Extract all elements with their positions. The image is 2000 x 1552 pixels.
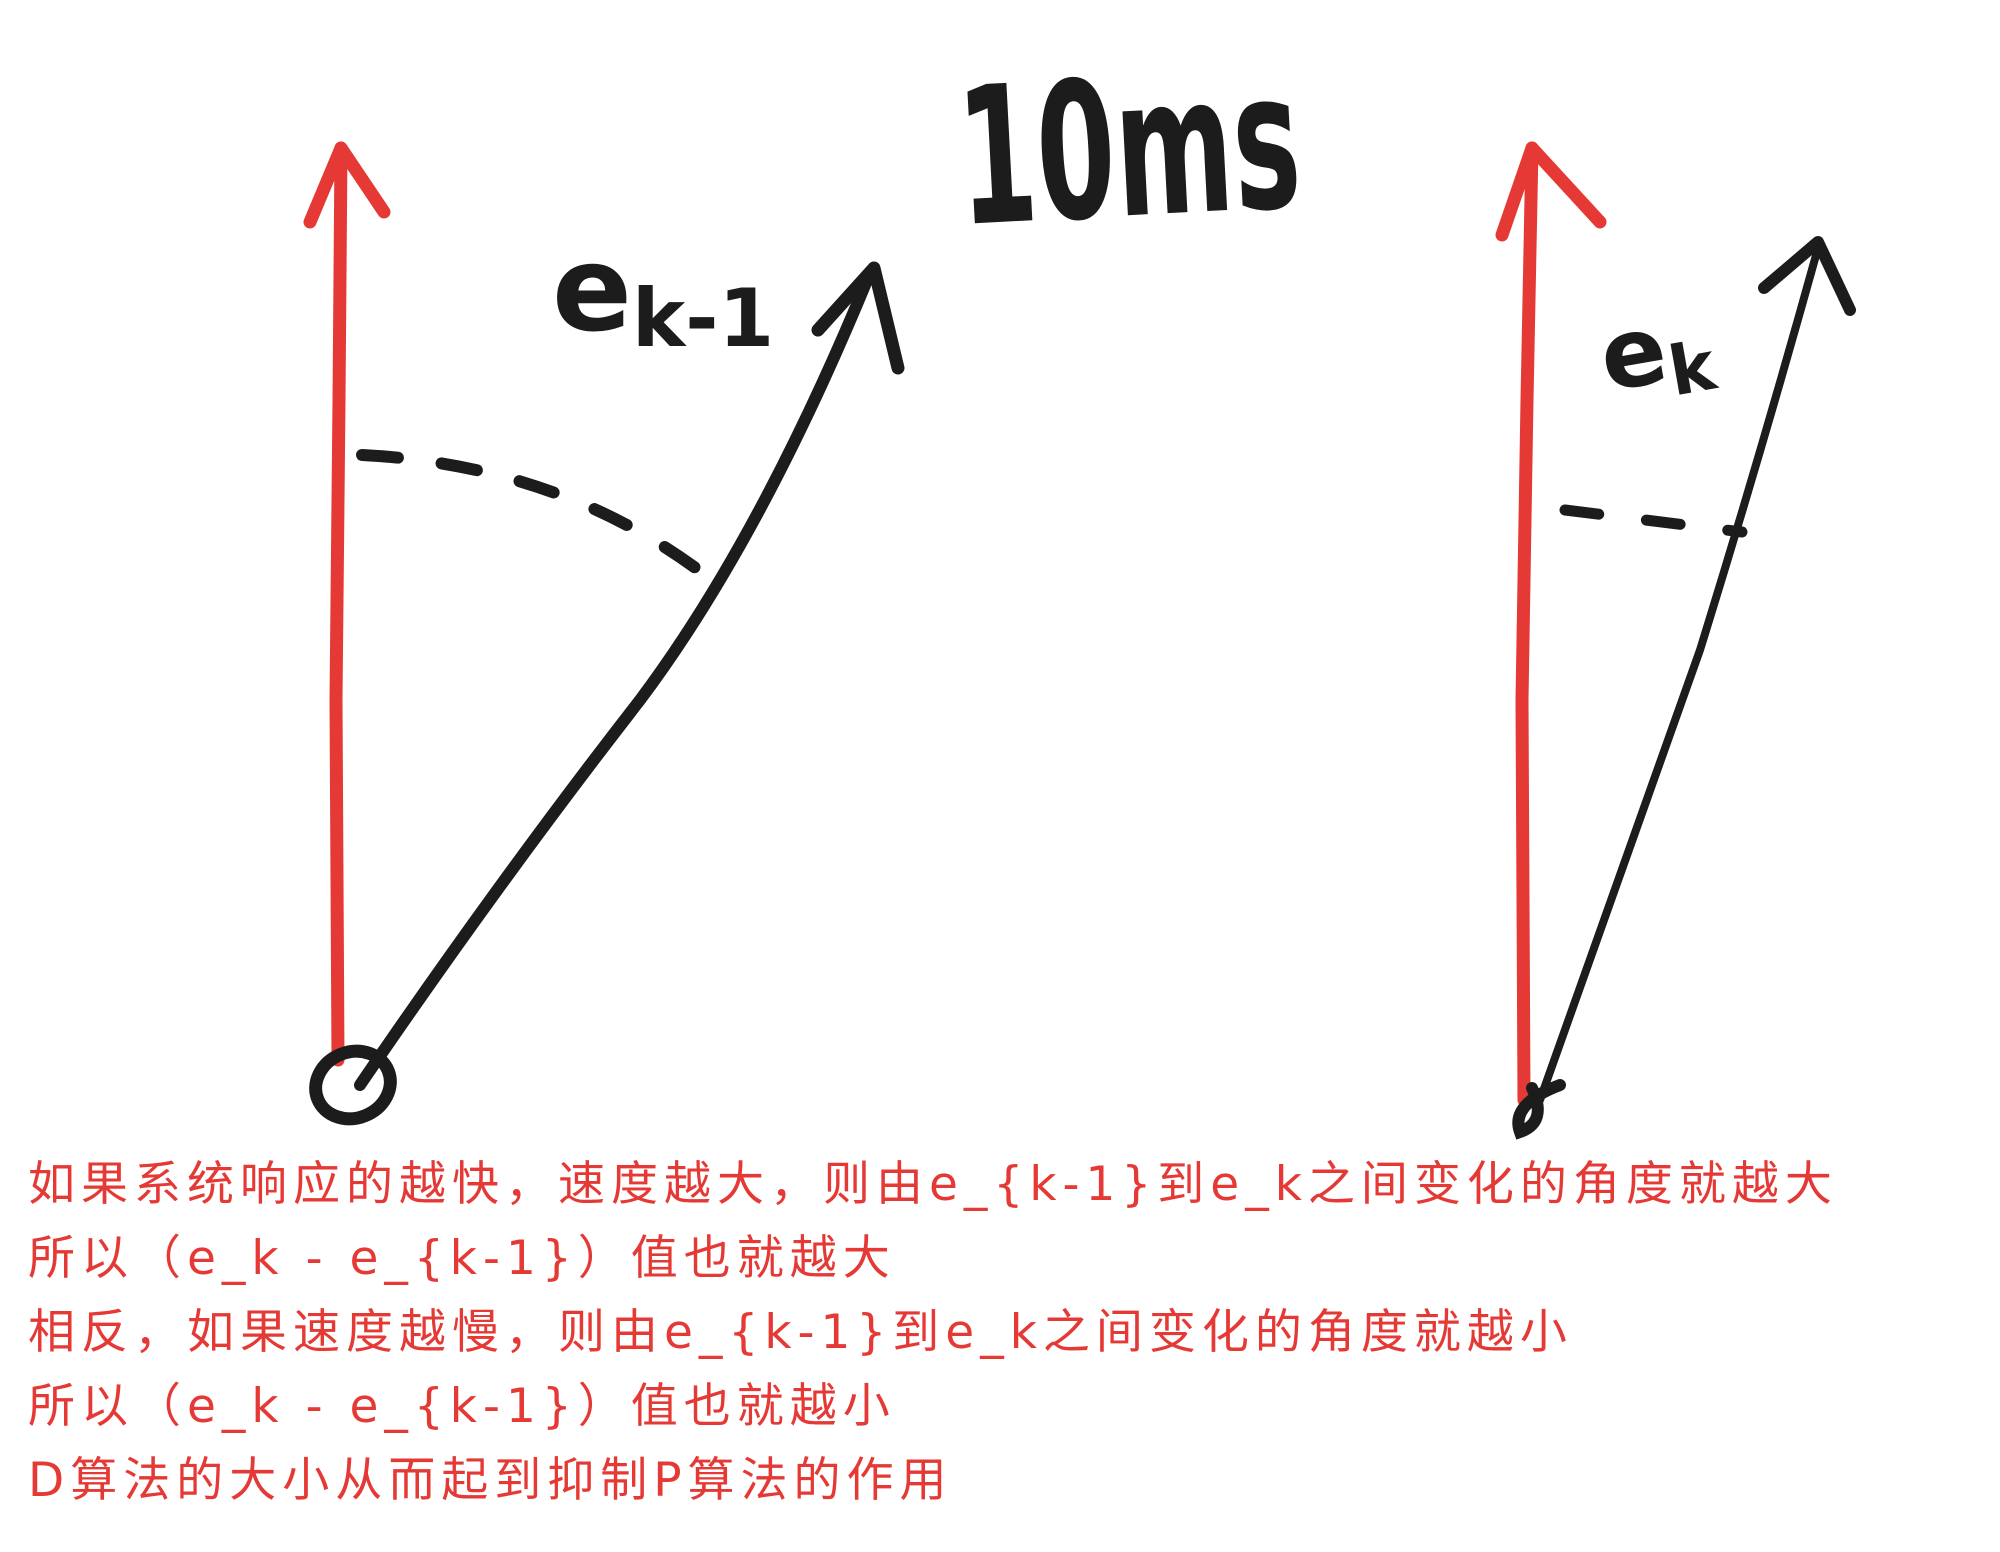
note-line: D算法的大小从而起到抑制P算法的作用 bbox=[28, 1453, 953, 1508]
left-vector-subscript: k-1 bbox=[632, 272, 774, 365]
left-reference-arrow bbox=[303, 141, 391, 1067]
right-reference-arrow bbox=[1495, 141, 1607, 1107]
left-error-vector-arrow bbox=[354, 261, 905, 1091]
left-angle-arc bbox=[356, 449, 711, 581]
left-origin-circle bbox=[309, 1044, 397, 1126]
note-line: 所以（e_k - e_{k-1}）值也就越大 bbox=[28, 1231, 896, 1286]
left-vector-diagram: ek-1 bbox=[303, 141, 905, 1126]
note-line: 相反，如果速度越慢，则由e_{k-1}到e_k之间变化的角度就越小 bbox=[28, 1305, 1573, 1360]
right-origin-mark bbox=[1512, 1079, 1566, 1140]
note-line: 如果系统响应的越快，速度越大，则由e_{k-1}到e_k之间变化的角度就越大 bbox=[28, 1157, 1838, 1212]
note-line: 所以（e_k - e_{k-1}）值也就越小 bbox=[28, 1379, 896, 1434]
right-vector-diagram: ek bbox=[1495, 141, 1856, 1140]
right-error-vector-arrow bbox=[1536, 236, 1856, 1104]
explanation-notes: 如果系统响应的越快，速度越大，则由e_{k-1}到e_k之间变化的角度就越大 所… bbox=[28, 1148, 1988, 1518]
time-interval-label: 10ms bbox=[952, 30, 1305, 269]
right-angle-arc bbox=[1559, 504, 1748, 538]
left-vector-label: ek-1 bbox=[552, 220, 774, 365]
right-vector-label: ek bbox=[1591, 284, 1723, 424]
